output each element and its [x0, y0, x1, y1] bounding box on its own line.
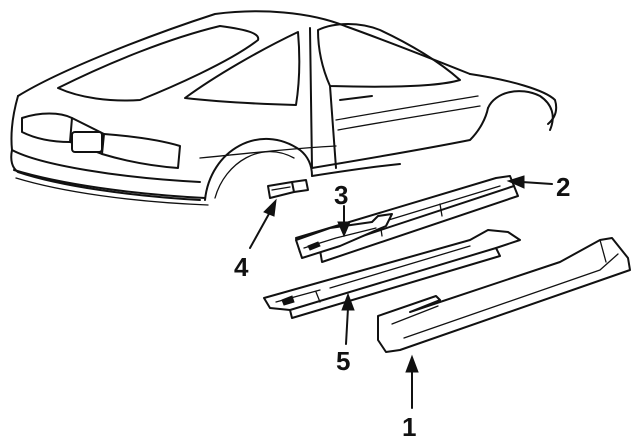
callout-label-2: 2: [556, 172, 570, 202]
callout-arrow-5: [345, 307, 349, 345]
arrowhead-icon: [337, 221, 351, 238]
arrowhead-icon: [263, 198, 277, 217]
callout-arrow-2: [521, 181, 553, 185]
part-5-sill-panel: [263, 229, 521, 319]
callout-label-4: 4: [234, 252, 249, 282]
part-4-bracket: [267, 179, 309, 199]
arrowhead-icon: [405, 354, 419, 373]
vehicle-body: [10, 10, 558, 206]
arrowhead-icon: [341, 292, 355, 311]
part-1-rocker-molding: [377, 237, 631, 353]
arrowhead-icon: [506, 175, 525, 189]
callout-label-1: 1: [402, 412, 416, 442]
callout-label-3: 3: [334, 180, 348, 210]
license-plate: [71, 131, 103, 153]
callout-label-5: 5: [336, 346, 350, 376]
callout-arrows: [249, 175, 553, 409]
callout-arrow-4: [249, 211, 271, 249]
